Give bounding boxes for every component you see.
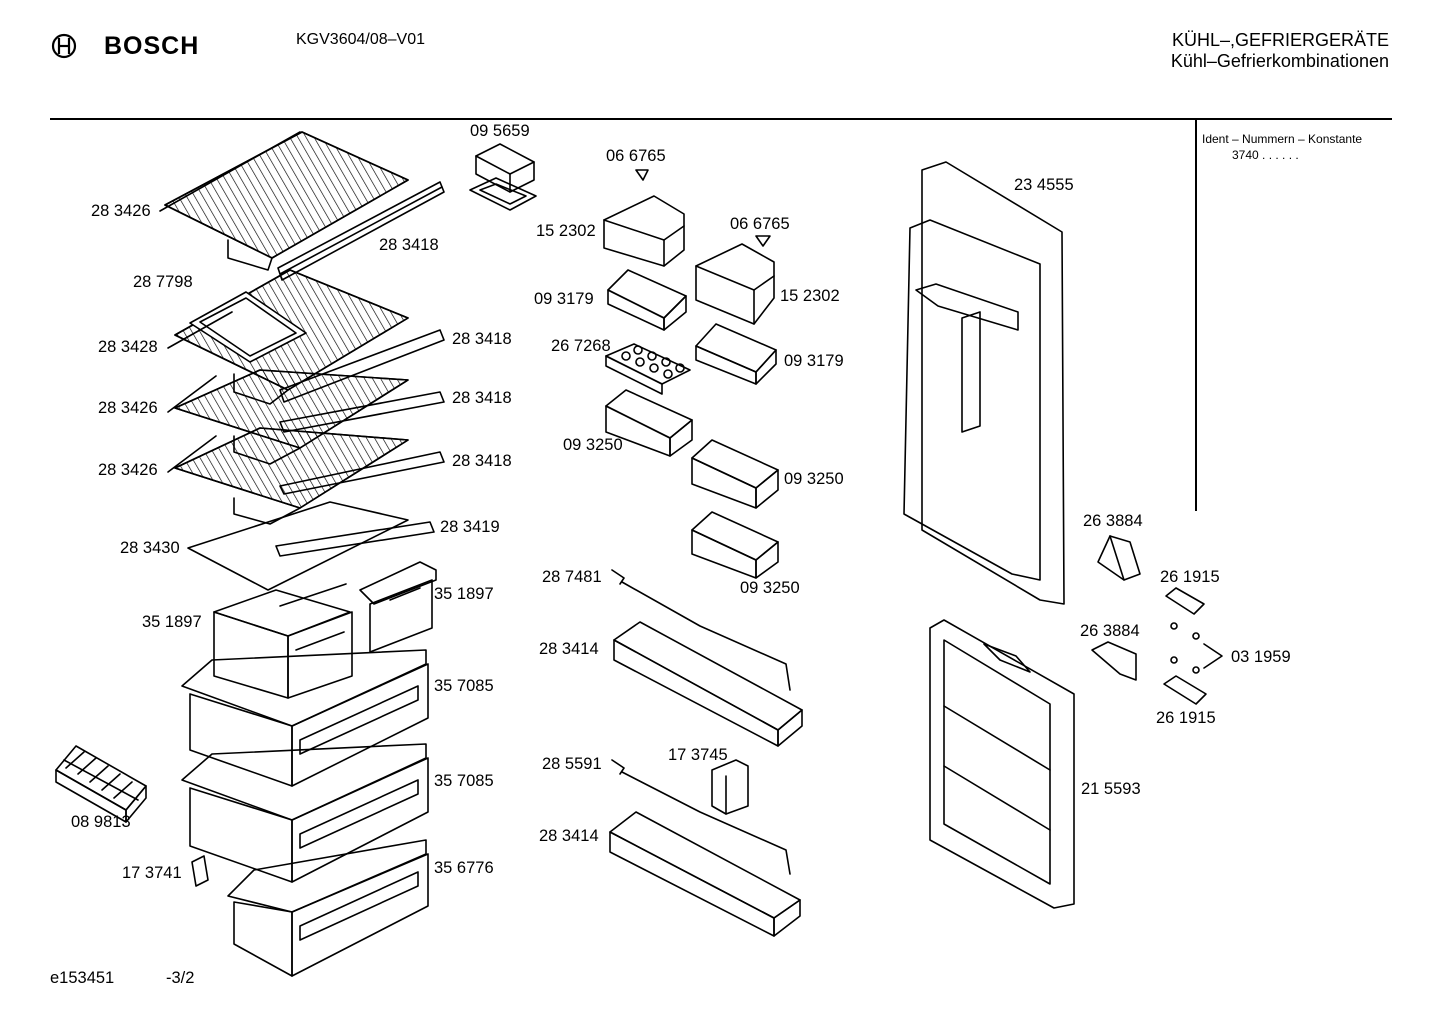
part-label: 26 3884 bbox=[1083, 512, 1143, 530]
door-bin-2 bbox=[691, 439, 779, 509]
part-label: 26 1915 bbox=[1160, 568, 1220, 586]
part-label: 26 7268 bbox=[551, 337, 611, 355]
part-label: 35 1897 bbox=[434, 585, 494, 603]
page-indicator: -3/2 bbox=[166, 969, 195, 987]
small-shelf-1 bbox=[607, 269, 687, 331]
ice-tray bbox=[55, 745, 147, 823]
part-label: 28 3419 bbox=[440, 518, 500, 536]
shelf-trim-3 bbox=[279, 391, 445, 433]
part-label: 15 2302 bbox=[780, 287, 840, 305]
clip-173741 bbox=[191, 855, 209, 887]
part-label: 26 3884 bbox=[1080, 622, 1140, 640]
part-label: 28 7798 bbox=[133, 273, 193, 291]
part-label: 23 4555 bbox=[1014, 176, 1074, 194]
butter-compartment bbox=[469, 143, 537, 211]
ident-divider bbox=[1195, 119, 1197, 511]
part-label: 28 3418 bbox=[452, 330, 512, 348]
door-bin-1 bbox=[605, 389, 693, 457]
part-label: 28 3428 bbox=[98, 338, 158, 356]
small-drawer-right bbox=[359, 561, 437, 653]
brand-name: BOSCH bbox=[104, 32, 200, 60]
freezer-door bbox=[929, 619, 1075, 909]
part-label: 08 9813 bbox=[71, 813, 131, 831]
holder-173745 bbox=[711, 759, 749, 815]
ident-value: 3740 . . . . . . bbox=[1232, 148, 1299, 162]
part-label: 17 3741 bbox=[122, 864, 182, 882]
part-label: 17 3745 bbox=[668, 746, 728, 764]
shelf-trim-4 bbox=[279, 451, 445, 495]
dairy-lid-2 bbox=[695, 243, 775, 325]
part-label: 28 3426 bbox=[98, 461, 158, 479]
part-label: 09 3179 bbox=[784, 352, 844, 370]
diagram-id: e153451 bbox=[50, 969, 115, 987]
part-label: 35 7085 bbox=[434, 677, 494, 695]
part-label: 28 3426 bbox=[98, 399, 158, 417]
hinge-cover-1 bbox=[1097, 535, 1141, 581]
part-label: 15 2302 bbox=[536, 222, 596, 240]
egg-tray bbox=[605, 343, 691, 395]
part-label: 26 1915 bbox=[1156, 709, 1216, 727]
part-label: 28 3418 bbox=[452, 389, 512, 407]
category-title: KÜHL–,GEFRIERGERÄTE bbox=[1171, 30, 1389, 50]
part-label: 28 5591 bbox=[542, 755, 602, 773]
model-number: KGV3604/08–V01 bbox=[296, 31, 425, 48]
part-label: 28 3426 bbox=[91, 202, 151, 220]
part-label: 09 3250 bbox=[563, 436, 623, 454]
part-label: 09 3179 bbox=[534, 290, 594, 308]
bottle-rod-2 bbox=[611, 759, 791, 875]
small-shelf-2 bbox=[695, 323, 777, 385]
door-rack-1 bbox=[613, 621, 803, 747]
wire-shelf-top bbox=[159, 131, 409, 271]
dairy-lid-1 bbox=[603, 195, 685, 267]
bottle-rod-1 bbox=[611, 569, 791, 691]
part-label: 35 6776 bbox=[434, 859, 494, 877]
part-label: 06 6765 bbox=[730, 215, 790, 233]
hinge-261915-top bbox=[1165, 587, 1205, 615]
category-subtitle: Kühl–Gefrierkombinationen bbox=[1170, 51, 1389, 71]
part-label: 06 6765 bbox=[606, 147, 666, 165]
glass-plate bbox=[187, 501, 409, 591]
screws-031959 bbox=[1170, 622, 1223, 674]
part-label: 21 5593 bbox=[1081, 780, 1141, 798]
header-divider bbox=[50, 118, 1392, 120]
drawer-2 bbox=[181, 743, 429, 883]
part-label: 28 3418 bbox=[452, 452, 512, 470]
shelf-trim-5 bbox=[275, 521, 435, 557]
part-label: 28 7481 bbox=[542, 568, 602, 586]
screw-2 bbox=[755, 235, 771, 247]
part-label: 28 3418 bbox=[379, 236, 439, 254]
door-bin-3 bbox=[691, 511, 779, 579]
ident-title: Ident – Nummern – Konstante bbox=[1202, 132, 1363, 146]
hinge-cover-2 bbox=[1091, 641, 1137, 681]
part-label: 09 3250 bbox=[784, 470, 844, 488]
part-label: 28 3414 bbox=[539, 827, 599, 845]
door-rack-2 bbox=[609, 811, 801, 937]
screw-1 bbox=[635, 169, 649, 181]
part-label: 09 5659 bbox=[470, 122, 530, 140]
fridge-door bbox=[903, 161, 1065, 605]
part-label: 03 1959 bbox=[1231, 648, 1291, 666]
part-label: 09 3250 bbox=[740, 579, 800, 597]
hinge-261915-bottom bbox=[1163, 675, 1207, 705]
part-label: 28 3414 bbox=[539, 640, 599, 658]
glass-shelf-frame bbox=[167, 269, 409, 405]
part-label: 35 7085 bbox=[434, 772, 494, 790]
drawer-1 bbox=[181, 649, 429, 787]
small-drawer-left bbox=[213, 589, 353, 699]
part-label: 35 1897 bbox=[142, 613, 202, 631]
drawer-3 bbox=[227, 839, 429, 977]
wire-shelf-low bbox=[167, 427, 409, 525]
part-label: 28 3430 bbox=[120, 539, 180, 557]
